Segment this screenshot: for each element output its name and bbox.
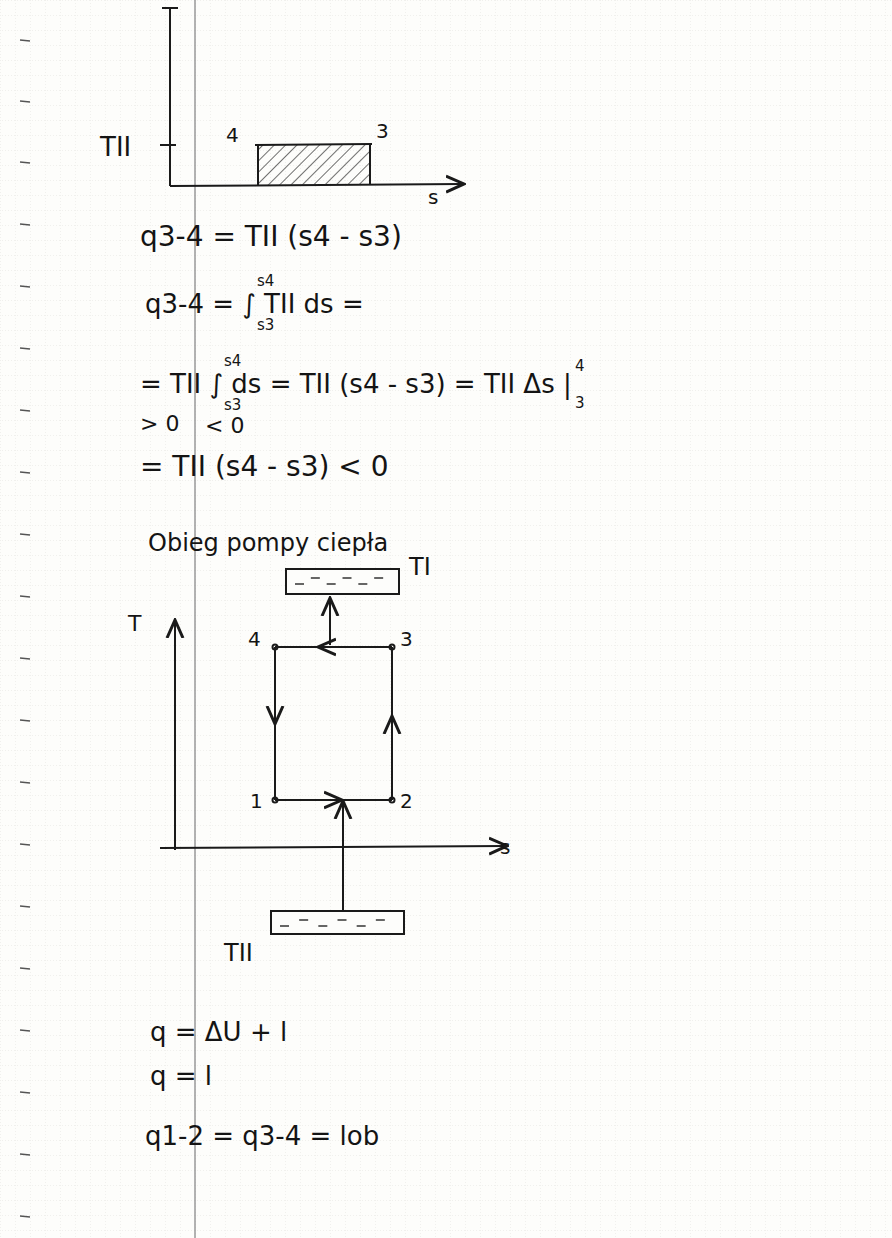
equation: q3-4 = ∫ TII ds = bbox=[145, 290, 364, 319]
temperature-label: TII bbox=[224, 940, 253, 966]
evaluation-limit: 3 bbox=[575, 395, 585, 412]
temperature-label: TI bbox=[409, 554, 431, 580]
integral-limit: s4 bbox=[257, 273, 274, 290]
equation: q = l bbox=[150, 1062, 212, 1091]
equation: q = ΔU + l bbox=[150, 1018, 287, 1047]
cold-reservoir: TII bbox=[270, 910, 405, 935]
point-number: 2 bbox=[400, 790, 413, 812]
water-dashes bbox=[287, 570, 398, 593]
axis-label: s bbox=[428, 186, 438, 208]
axis-label: s bbox=[500, 836, 510, 858]
axis-label: TII bbox=[100, 133, 131, 162]
equation: = TII ∫ ds = TII (s4 - s3) = TII Δs | bbox=[140, 370, 572, 399]
integral-limit: s3 bbox=[257, 317, 274, 334]
hot-reservoir: TI bbox=[285, 568, 400, 595]
inequality: > 0 bbox=[140, 412, 179, 436]
heading: Obieg pompy ciepła bbox=[148, 530, 388, 556]
point-number: 3 bbox=[376, 120, 389, 142]
equation: q3-4 = TII (s4 - s3) bbox=[140, 222, 402, 253]
water-dashes bbox=[272, 912, 403, 933]
equation: q1-2 = q3-4 = lob bbox=[145, 1122, 379, 1151]
evaluation-limit: s4 bbox=[224, 353, 241, 370]
equation: = TII (s4 - s3) < 0 bbox=[140, 452, 389, 483]
evaluation-limit: s3 bbox=[224, 397, 241, 414]
point-number: 4 bbox=[226, 124, 239, 146]
point-number: 4 bbox=[248, 628, 261, 650]
evaluation-limit: 4 bbox=[575, 358, 585, 375]
point-number: 3 bbox=[400, 628, 413, 650]
axis-label: T bbox=[128, 612, 141, 636]
point-number: 1 bbox=[250, 790, 263, 812]
inequality: < 0 bbox=[205, 414, 244, 438]
